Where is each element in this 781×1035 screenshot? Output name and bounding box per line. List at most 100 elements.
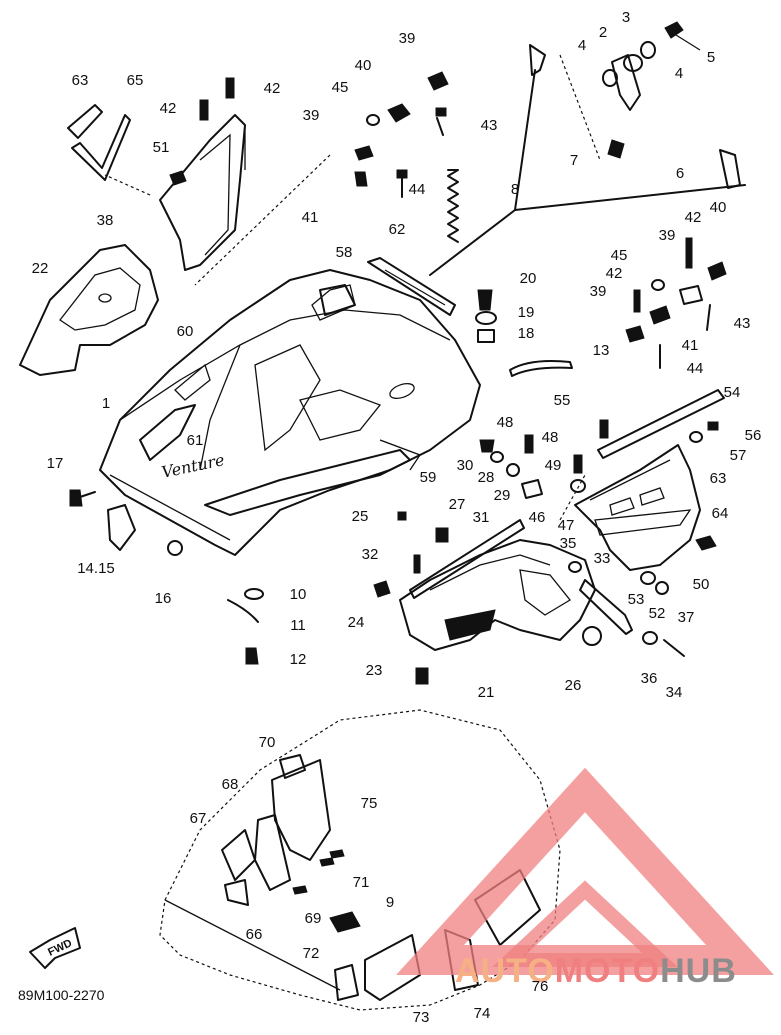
callout-30: 30 xyxy=(457,457,474,474)
callout-3: 3 xyxy=(622,9,630,26)
callout-46: 46 xyxy=(529,509,546,526)
callout-69: 69 xyxy=(305,910,322,927)
callout-42c: 42 xyxy=(685,209,702,226)
callout-55: 55 xyxy=(554,392,571,409)
callout-28: 28 xyxy=(478,469,495,486)
callout-36: 36 xyxy=(641,670,658,687)
callout-29: 29 xyxy=(494,487,511,504)
callout-27: 27 xyxy=(449,496,466,513)
venture-script-emblem: Venture xyxy=(160,450,226,482)
diagram-code: 89M100-2270 xyxy=(18,987,105,1003)
fasteners-lower-shape xyxy=(69,489,685,685)
callout-13: 13 xyxy=(593,342,610,359)
hardware-top-right-shape xyxy=(602,21,701,159)
panel-58-62-shape xyxy=(319,257,456,316)
side-cover-22-shape xyxy=(19,244,159,376)
callout-76: 76 xyxy=(532,978,549,995)
callout-39a: 39 xyxy=(399,30,416,47)
callout-11: 11 xyxy=(290,617,306,634)
callout-54: 54 xyxy=(724,384,741,401)
rod-assembly-7-shape xyxy=(429,44,746,276)
callout-70: 70 xyxy=(259,734,276,751)
callout-12: 12 xyxy=(290,651,307,668)
callout-34: 34 xyxy=(666,684,683,701)
callout-52: 52 xyxy=(649,605,666,622)
fwd-arrow-icon xyxy=(29,927,81,969)
callout-63a: 63 xyxy=(72,72,89,89)
callout-17: 17 xyxy=(47,455,64,472)
callout-21: 21 xyxy=(478,684,495,701)
callout-49: 49 xyxy=(545,457,562,474)
callout-14_15: 14.15 xyxy=(77,560,115,577)
callout-39b: 39 xyxy=(303,107,320,124)
inner-panel-38-shape xyxy=(104,114,331,286)
callout-58: 58 xyxy=(336,244,353,261)
callout-38: 38 xyxy=(97,212,114,229)
callout-72: 72 xyxy=(303,945,320,962)
trim-63-65-shape xyxy=(67,104,131,181)
callout-57: 57 xyxy=(730,447,747,464)
callout-16: 16 xyxy=(155,590,172,607)
callout-64: 64 xyxy=(712,505,729,522)
callout-51: 51 xyxy=(153,139,170,156)
callout-10: 10 xyxy=(290,586,307,603)
callout-8: 8 xyxy=(511,181,519,198)
callout-2: 2 xyxy=(599,24,607,41)
callout-48a: 48 xyxy=(497,414,514,431)
front-fairing-shape xyxy=(99,269,481,556)
callout-48b: 48 xyxy=(542,429,559,446)
callout-43a: 43 xyxy=(481,117,498,134)
callout-26: 26 xyxy=(565,677,582,694)
right-panel-shape xyxy=(559,389,725,571)
callout-47: 47 xyxy=(558,517,575,534)
callout-18: 18 xyxy=(518,325,535,342)
callout-67: 67 xyxy=(190,810,207,827)
callout-65: 65 xyxy=(127,72,144,89)
callout-71: 71 xyxy=(353,874,370,891)
watermark-text-moto: MOTO xyxy=(555,952,660,990)
callout-40a: 40 xyxy=(355,57,372,74)
callout-5: 5 xyxy=(707,49,715,66)
callout-25: 25 xyxy=(352,508,369,525)
callout-42d: 42 xyxy=(606,265,623,282)
fasteners-right-shape xyxy=(625,237,727,369)
callout-53: 53 xyxy=(628,591,645,608)
callout-45b: 45 xyxy=(611,247,628,264)
callout-39d: 39 xyxy=(590,283,607,300)
callout-41a: 41 xyxy=(302,209,319,226)
inner-panel-21-shape xyxy=(399,519,633,651)
callout-59: 59 xyxy=(420,469,437,486)
callout-44b: 44 xyxy=(687,360,704,377)
callout-20: 20 xyxy=(520,270,537,287)
spring-8-shape xyxy=(447,169,459,243)
watermark-triangle-inner xyxy=(492,880,678,967)
callout-45a: 45 xyxy=(332,79,349,96)
callout-68: 68 xyxy=(222,776,239,793)
fasteners-middle-shape xyxy=(479,419,719,595)
callout-50: 50 xyxy=(693,576,710,593)
callout-62: 62 xyxy=(389,221,406,238)
callout-1: 1 xyxy=(102,395,110,412)
callout-43b: 43 xyxy=(734,315,751,332)
callout-44a: 44 xyxy=(409,181,426,198)
callout-66: 66 xyxy=(246,926,263,943)
watermark-text-auto: AUTO xyxy=(455,952,555,990)
callout-4b: 4 xyxy=(675,65,683,82)
callout-31: 31 xyxy=(473,509,490,526)
callout-73: 73 xyxy=(413,1009,430,1026)
callout-35: 35 xyxy=(560,535,577,552)
callout-19: 19 xyxy=(518,304,535,321)
callout-61: 61 xyxy=(187,432,204,449)
callout-33: 33 xyxy=(594,550,611,567)
callout-32: 32 xyxy=(362,546,379,563)
callout-22: 22 xyxy=(32,260,49,277)
callout-41b: 41 xyxy=(682,337,699,354)
parts-18-20-shape xyxy=(475,289,573,377)
callout-9: 9 xyxy=(386,894,394,911)
callout-42a: 42 xyxy=(160,100,177,117)
callout-37: 37 xyxy=(678,609,695,626)
watermark-text-hub: HUB xyxy=(660,952,737,990)
callout-39c: 39 xyxy=(659,227,676,244)
